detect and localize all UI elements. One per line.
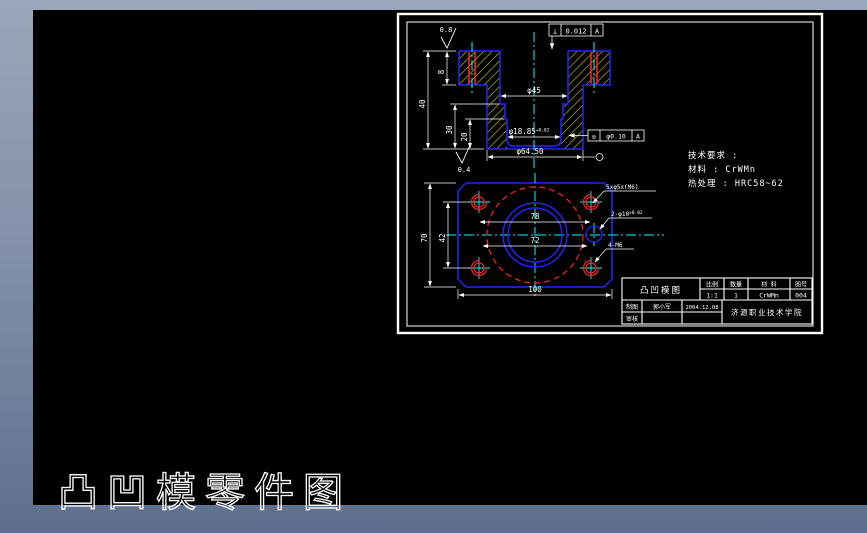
callout-dowel: 2-φ10+0.02 [611,210,643,218]
header-material: 材 料 [761,281,777,289]
tech-treatment-line: 热处理 : HRC58~62 [688,178,784,189]
frame-outer-border [396,12,824,335]
title-block: 凸凹模图 比例 数量 材 料 图号 1:1 1 CrWMn 004 制图 郭小军… [621,277,813,325]
fcf-concentricity: ◎ φ0.10 A [568,129,645,142]
value-qty: 1 [734,292,738,300]
section-dim-lines [423,50,595,161]
plan-view: 70 42 78 72 100 5xφ5x(M6) 2-φ10+0.02 4-M… [420,173,664,299]
section-centerlines [471,32,595,168]
plan-callouts: 5xφ5x(M6) 2-φ10+0.02 4-M6 [592,184,656,263]
value-date: 2004.12.08 [685,305,718,311]
value-scale: 1:1 [706,292,718,300]
roughness-check-icon [455,142,472,165]
section-outline [458,50,611,150]
dim-span-78: 78 [530,212,540,221]
fcf-right-symbol: ◎ [592,133,596,141]
plan-plate-outline [457,182,613,288]
fcf-right-datum: A [636,133,640,141]
tech-requirements-title: 技术要求 : [688,150,738,161]
drawing-main-title: 凸凹模零件图 [58,470,352,516]
value-organization: 济源职业技术学院 [731,307,803,317]
title-block-part-name: 凸凹模图 [640,285,682,296]
dim-flange-thickness: 8 [437,69,446,74]
section-view: 8 40 30 20 φ45 φ18.85+0.02 φ64.50 ⊥ 0.01… [418,23,645,174]
section-dim-texts: 8 40 30 20 φ45 φ18.85+0.02 φ64.50 [418,69,550,156]
cad-canvas [33,10,867,505]
die-profile-circle [486,186,584,284]
fcf-right-value: φ0.10 [606,133,626,141]
fcf-perpendicularity: ⊥ 0.012 A [548,23,604,50]
roughness-top-value: 0.8 [440,26,453,34]
frame-inner-border [406,21,814,327]
roughness-bottom-value: 0.4 [458,166,471,174]
tapped-holes [468,191,602,279]
dim-hole-diameter: φ18.85+0.02 [509,127,550,136]
dim-outer-diameter: φ64.50 [516,147,544,156]
value-dwgno: 004 [795,292,807,300]
plan-dim-lines [424,182,613,299]
section-hole-lines [468,52,598,84]
tech-material-line: 材料 : CrWMn [688,164,756,175]
roughness-bottom: 0.4 [455,142,472,174]
bore-circle-inner [507,207,563,263]
header-dwgno: 图号 [795,282,807,289]
bore-circle-outer [502,202,568,268]
roughness-top: 0.8 [440,26,457,50]
fcf-top-datum: A [595,28,600,36]
dim-bore-diameter: φ45 [527,86,541,95]
plan-dim-texts: 70 42 78 72 100 [420,212,542,294]
label-checked-by: 审核 [626,315,638,323]
label-drawn-by: 制图 [626,303,638,311]
value-drafter: 郭小军 [653,303,671,311]
dim-span-72: 72 [530,236,539,245]
callout-counterbore: 5xφ5x(M6) [606,184,639,191]
dim-cavity-height: 20 [460,132,469,142]
dim-plate-height: 70 [420,233,429,243]
value-material: CrWMn [759,292,779,300]
fcf-top-symbol: ⊥ [553,28,557,36]
callout-tapped: 4-M6 [608,242,623,249]
dim-step-height: 30 [445,125,454,135]
dowel-hole-circle [585,225,603,243]
datum-flag-icon [595,153,604,161]
dim-total-height: 40 [418,99,427,109]
header-qty: 数量 [730,281,742,289]
dim-hole-span-v: 42 [438,233,447,242]
header-scale: 比例 [706,281,718,289]
roughness-check-icon [440,27,457,50]
dim-plate-width: 100 [528,285,542,294]
fcf-top-value: 0.012 [565,28,586,36]
drawing-sheet-frame [396,12,824,335]
tech-requirements: 技术要求 : 材料 : CrWMn 热处理 : HRC58~62 [688,150,784,189]
